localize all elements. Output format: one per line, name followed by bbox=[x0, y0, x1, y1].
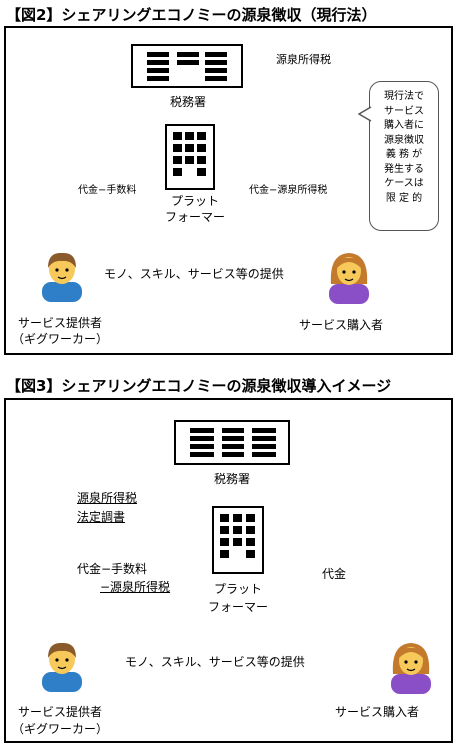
fig2-provider-icon bbox=[42, 252, 82, 302]
callout-line: 発生する bbox=[384, 163, 424, 175]
fig2-label-buyer-to-platform: 代金−源泉所得税 bbox=[249, 185, 328, 196]
fig2-provider-label-2: （ギグワーカー） bbox=[11, 332, 108, 346]
fig2-platform-icon bbox=[165, 124, 215, 190]
fig2-title: 【図2】シェアリングエコノミーの源泉徴収（現行法） bbox=[6, 6, 377, 24]
fig3-provider-label-2: （ギグワーカー） bbox=[11, 722, 108, 736]
fig2-buyer-icon bbox=[329, 253, 369, 304]
callout-line: サービス bbox=[384, 105, 424, 117]
callout-line: ケースは bbox=[384, 178, 424, 189]
callout-pointer bbox=[358, 106, 372, 122]
fig2-provider-label-1: サービス提供者 bbox=[17, 316, 102, 330]
fig2-label-provider-to-buyer: モノ、スキル、サービス等の提供 bbox=[104, 267, 284, 281]
fig3-label-platform-to-tax-2: 法定調書 bbox=[77, 510, 126, 524]
fig3-label-platform-to-tax-1: 源泉所得税 bbox=[77, 491, 138, 505]
fig3-buyer-icon bbox=[391, 643, 431, 694]
fig2-callout: 現行法で サービス 購入者に 源泉徴収 義 務 が 発生する ケースは 限 定 … bbox=[369, 81, 439, 231]
fig3-label-provider-to-buyer: モノ、スキル、サービス等の提供 bbox=[125, 655, 305, 669]
callout-line: 義 務 が bbox=[385, 149, 423, 160]
fig3-platform-icon bbox=[212, 506, 264, 574]
callout-line: 現行法で bbox=[384, 91, 424, 102]
fig2-label-buyer-to-tax: 源泉所得税 bbox=[276, 53, 331, 66]
fig2-platform-label-2: フォーマー bbox=[164, 210, 225, 224]
callout-line: 源泉徴収 bbox=[384, 134, 424, 146]
fig3-label-platform-to-provider-1: 代金−手数料 bbox=[77, 562, 148, 576]
fig3-label-buyer-to-platform: 代金 bbox=[322, 567, 347, 581]
fig3-title: 【図3】シェアリングエコノミーの源泉徴収導入イメージ bbox=[6, 377, 392, 395]
fig3-buyer-label: サービス購入者 bbox=[335, 705, 420, 719]
fig3-platform-label-2: フォーマー bbox=[207, 600, 268, 614]
fig3-tax-office-label: 税務署 bbox=[214, 472, 251, 486]
fig2-tax-office-icon bbox=[131, 44, 243, 88]
callout-line: 購入者に bbox=[384, 120, 424, 131]
fig3-tax-office-icon bbox=[174, 420, 290, 465]
fig2-tax-office-label: 税務署 bbox=[170, 95, 207, 109]
fig3-platform-label-1: プラット bbox=[213, 582, 262, 596]
fig3-provider-icon bbox=[42, 642, 82, 692]
callout-line: 限 定 的 bbox=[385, 192, 423, 204]
fig2-platform-label-1: プラット bbox=[170, 194, 219, 208]
fig2-buyer-label: サービス購入者 bbox=[299, 318, 384, 332]
fig2-label-platform-to-provider: 代金−手数料 bbox=[78, 185, 137, 196]
fig3-provider-label-1: サービス提供者 bbox=[17, 705, 102, 719]
fig3-label-platform-to-provider-2: −源泉所得税 bbox=[100, 580, 171, 594]
